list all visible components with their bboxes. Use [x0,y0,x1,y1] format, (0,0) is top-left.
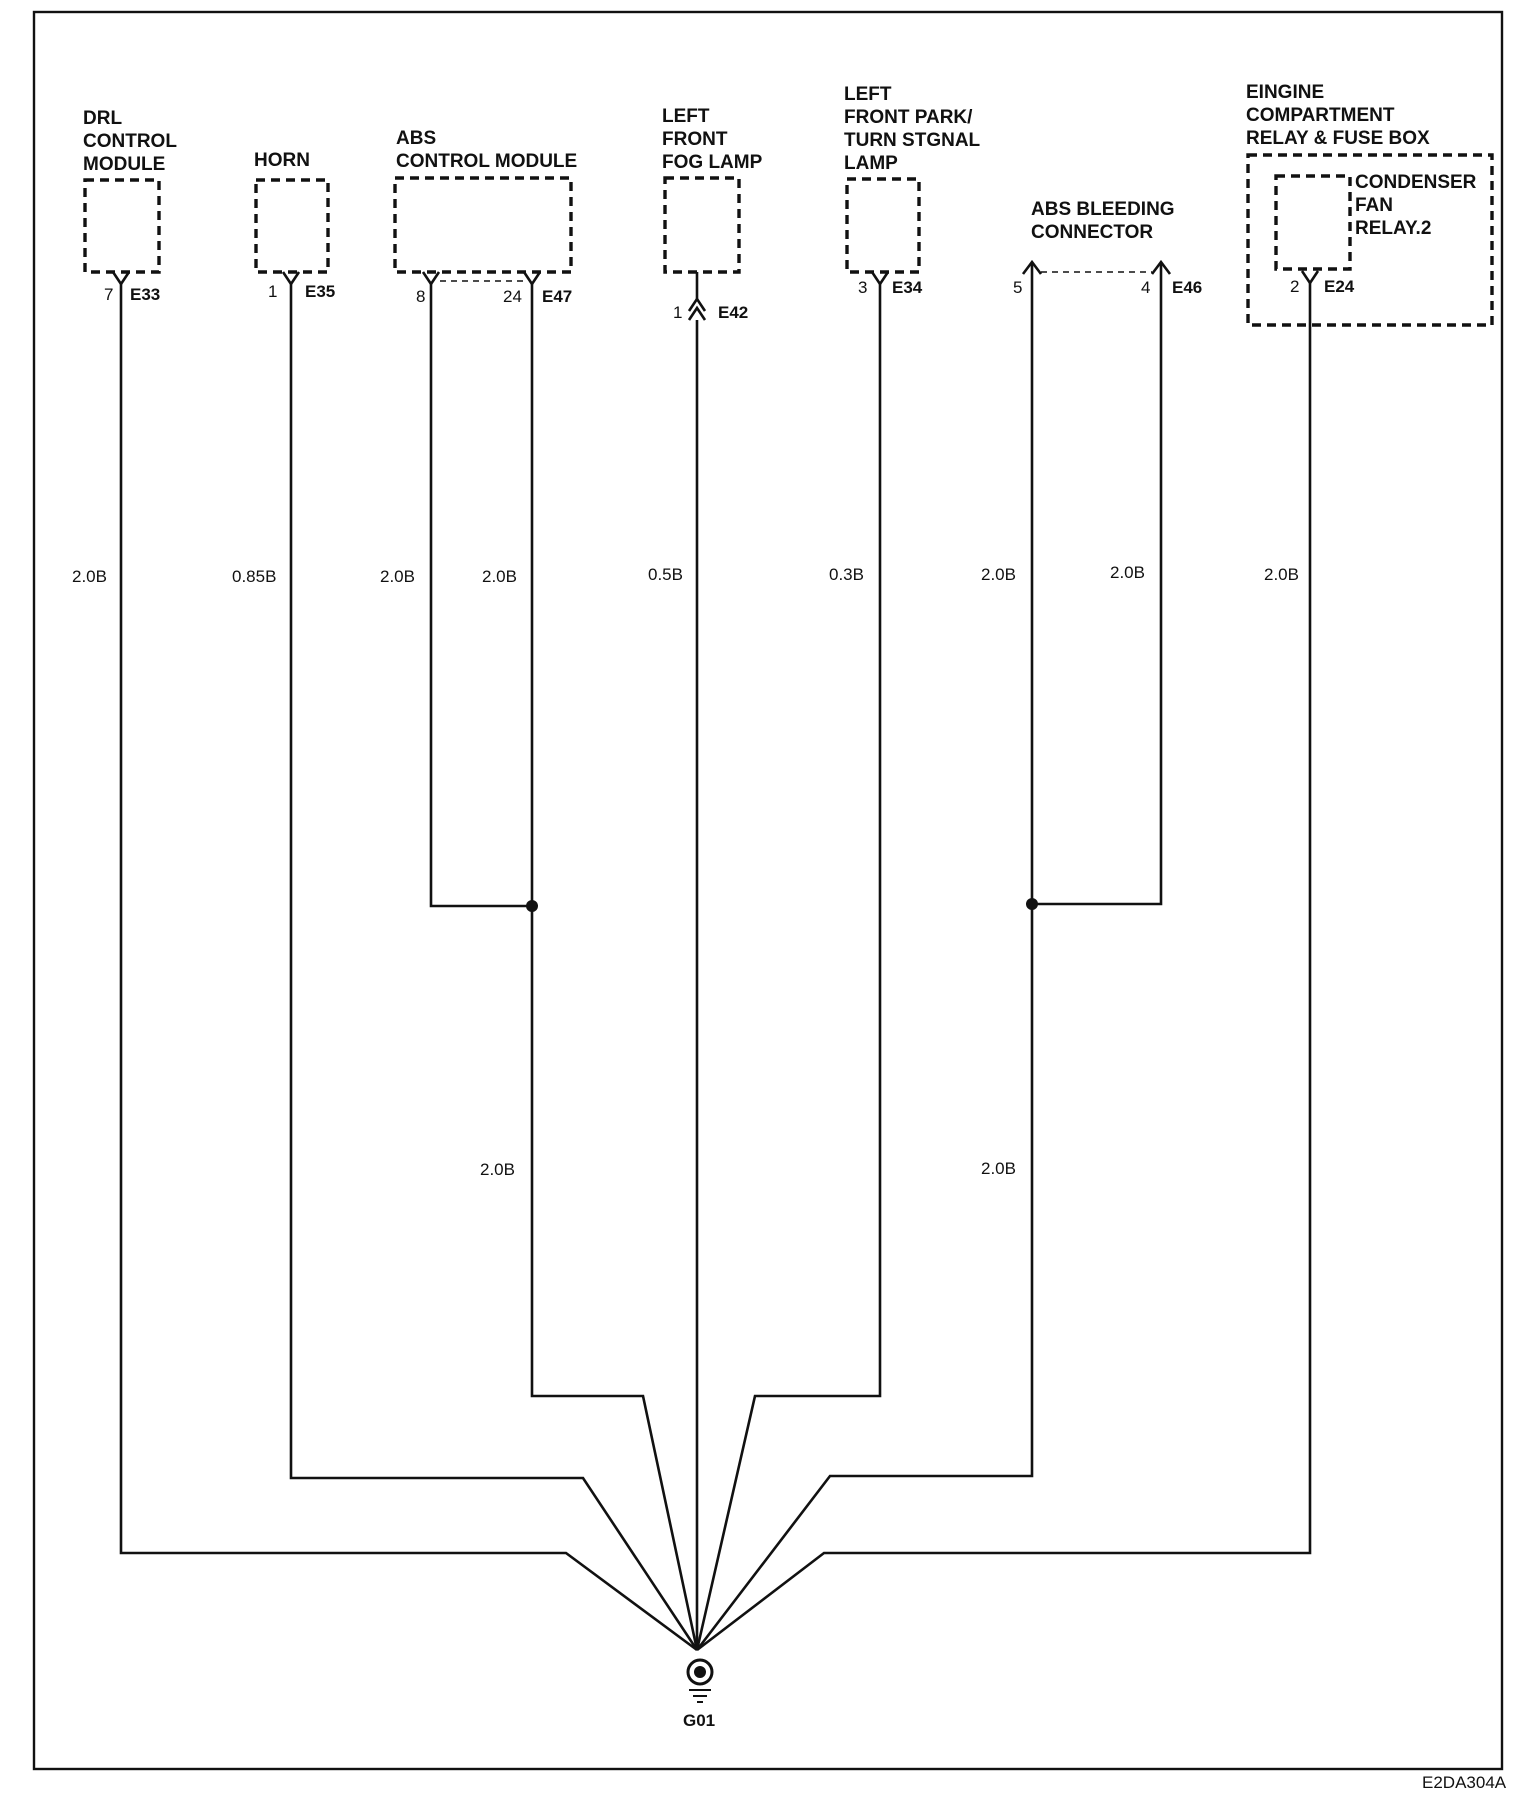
abs-module-connector-symbol-24 [522,271,542,287]
park-lamp-label-line-1: LEFT [844,84,892,105]
abs-module-label-line-2: CONTROL MODULE [396,151,577,172]
wire-label-abs-module-joined: 2.0B [480,1160,515,1179]
wire-label-fuse-box: 2.0B [1264,565,1299,584]
abs-bleeding-label-line-2: CONNECTOR [1031,222,1153,243]
fog-lamp-label-line-3: FOG LAMP [662,152,763,173]
wire-label-abs-bleeding-joined: 2.0B [981,1159,1016,1178]
wire-label-abs-bleeding-b: 2.0B [1110,563,1145,582]
park-lamp-connector-symbol [870,271,890,287]
condenser-fan-relay-box [1274,174,1352,271]
horn-box [254,178,330,274]
wire-abs-bleeding-5 [695,262,1034,1651]
park-lamp-box [845,177,921,274]
horn: HORN 1 E35 [254,150,335,301]
ground-g01: G01 [683,1658,715,1730]
abs-bleeding-pin-a: 5 [1013,278,1022,297]
drl-label-line-2: CONTROL [83,131,177,152]
park-lamp-label-line-4: LAMP [844,153,898,174]
fog-lamp-box [663,176,741,274]
abs-bleeding-label-line-1: ABS BLEEDING [1031,199,1175,220]
ground-dot-icon [694,1666,706,1678]
abs-module-pin-b: 24 [503,287,522,306]
abs-control-module: ABS CONTROL MODULE 8 24 E47 [393,128,577,306]
fog-lamp-pin-number: 1 [673,303,682,322]
drl-connector-symbol [111,271,131,287]
abs-module-pin-a: 8 [416,287,425,306]
drl-connector-id: E33 [130,285,160,304]
wire-label-park-lamp: 0.3B [829,565,864,584]
wire-drl [119,284,698,1652]
park-lamp-connector-id: E34 [892,278,923,297]
wire-label-fog-lamp: 0.5B [648,565,683,584]
figure-code: E2DA304A [1422,1773,1507,1792]
relay-label-line-1: CONDENSER [1355,172,1477,193]
abs-module-connector-symbol-8 [421,271,441,287]
ground-label: G01 [683,1711,715,1730]
ground-ring-icon [686,1658,714,1686]
fuse-box-pin-number: 2 [1290,277,1299,296]
fuse-box-label-line-2: COMPARTMENT [1246,105,1395,126]
wire-horn [289,284,699,1651]
wire-label-drl: 2.0B [72,567,107,586]
wire-park-lamp [695,284,882,1651]
wire-label-abs-module-b: 2.0B [482,567,517,586]
wire-abs-bleeding-4 [1032,262,1163,906]
horn-pin-number: 1 [268,282,277,301]
fuse-box-outline [1246,153,1494,327]
wire-abs-module-8 [429,284,532,908]
fog-lamp-connector-symbol [687,296,707,321]
horn-label: HORN [254,150,310,171]
fog-lamp-connector-id: E42 [718,303,748,322]
fuse-box-connector-id: E24 [1324,277,1355,296]
abs-module-splice [526,900,538,912]
left-front-park-turn-lamp: LEFT FRONT PARK/ TURN STGNAL LAMP 3 E34 [844,84,981,297]
abs-bleeding-connector-id: E46 [1172,278,1202,297]
wire-label-abs-bleeding-a: 2.0B [981,565,1016,584]
abs-bleeding-pin-b: 4 [1141,278,1150,297]
horn-connector-symbol [281,271,301,287]
park-lamp-pin-number: 3 [858,278,867,297]
left-front-fog-lamp: LEFT FRONT FOG LAMP 1 E42 [662,106,763,322]
fuse-box-label-line-1: EINGINE [1246,82,1324,103]
fuse-box-label-line-3: RELAY & FUSE BOX [1246,128,1430,149]
diagram-frame [32,10,1504,1771]
abs-bleeding-splice [1026,898,1038,910]
wire-label-abs-module-a: 2.0B [380,567,415,586]
abs-module-box [393,176,573,274]
relay-label-line-2: FAN [1355,195,1393,216]
engine-relay-fuse-box: EINGINE COMPARTMENT RELAY & FUSE BOX CON… [1246,82,1494,327]
abs-module-label-line-1: ABS [396,128,436,149]
fuse-box-connector-symbol [1300,270,1320,286]
fog-lamp-label-line-2: FRONT [662,129,728,150]
drl-label-line-3: MODULE [83,154,165,175]
wire-label-horn: 0.85B [232,567,276,586]
drl-module-box [83,178,161,274]
wire-abs-module-24 [530,284,699,1651]
wire-fuse-box [696,283,1312,1652]
fog-lamp-label-line-1: LEFT [662,106,710,127]
wires [119,262,1312,1652]
park-lamp-label-line-3: TURN STGNAL [844,130,981,151]
drl-pin-number: 7 [104,285,113,304]
horn-connector-id: E35 [305,282,335,301]
drl-label-line-1: DRL [83,108,122,129]
wire-labels: 2.0B 0.85B 2.0B 2.0B 2.0B 0.5B 0.3B 2.0B… [72,563,1299,1179]
relay-label-line-3: RELAY.2 [1355,218,1431,239]
abs-bleeding-connector: ABS BLEEDING CONNECTOR 5 4 E46 [1013,199,1202,297]
abs-module-connector-id: E47 [542,287,572,306]
park-lamp-label-line-2: FRONT PARK/ [844,107,973,128]
drl-control-module: DRL CONTROL MODULE 7 E33 [83,108,177,304]
